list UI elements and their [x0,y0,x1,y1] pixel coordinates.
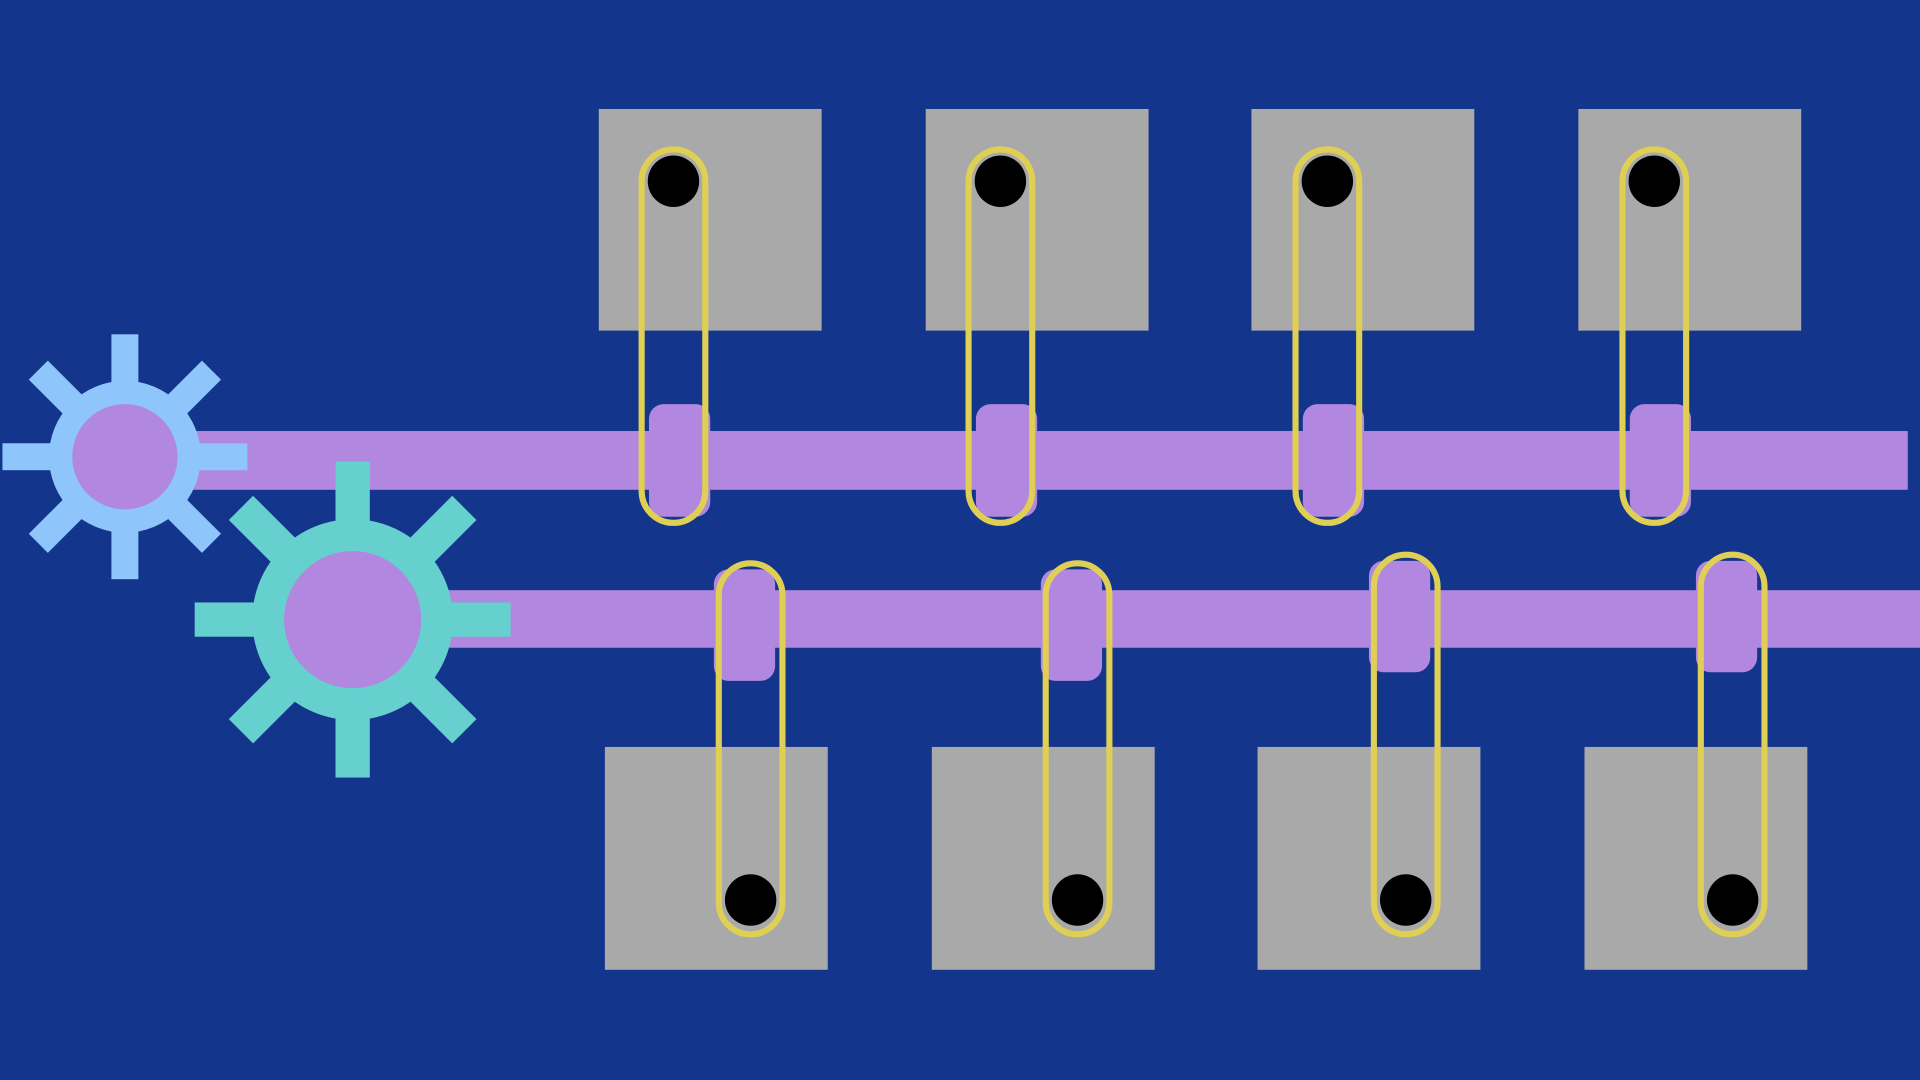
yellow-link-loop[interactable] [638,146,709,526]
yellow-link-loop[interactable] [715,560,786,938]
yellow-link-loop[interactable] [1697,551,1768,938]
yellow-link-loop[interactable] [1042,560,1113,938]
top-block [925,108,1149,331]
bar-knob[interactable] [648,404,711,517]
pin [1706,874,1759,926]
bar-knob[interactable] [1302,404,1365,517]
top-block [1251,108,1475,331]
small-gear-hub[interactable] [72,404,178,510]
yellow-link-loop[interactable] [965,146,1036,526]
bar-knob[interactable] [1629,404,1692,517]
pin [1380,874,1432,926]
bar-knob[interactable] [1040,569,1103,681]
yellow-link-loop[interactable] [1370,551,1441,938]
pin [1051,874,1104,926]
pin [974,155,1027,207]
bar-knob[interactable] [975,404,1038,517]
yellow-link-loop[interactable] [1619,146,1690,526]
pin [647,155,700,207]
bottom-block [1257,746,1481,970]
pin [1301,155,1354,207]
large-gear-hub[interactable] [284,551,422,689]
bottom-slider-bar[interactable] [440,590,1920,648]
top-block [1578,108,1802,331]
bar-knob[interactable] [713,569,776,681]
top-block [598,108,822,331]
bar-knob[interactable] [1368,560,1431,673]
pin [1628,155,1680,207]
yellow-link-loop[interactable] [1292,146,1363,526]
bar-knob[interactable] [1695,560,1758,673]
pin [724,874,777,926]
bottom-block [1584,746,1808,970]
